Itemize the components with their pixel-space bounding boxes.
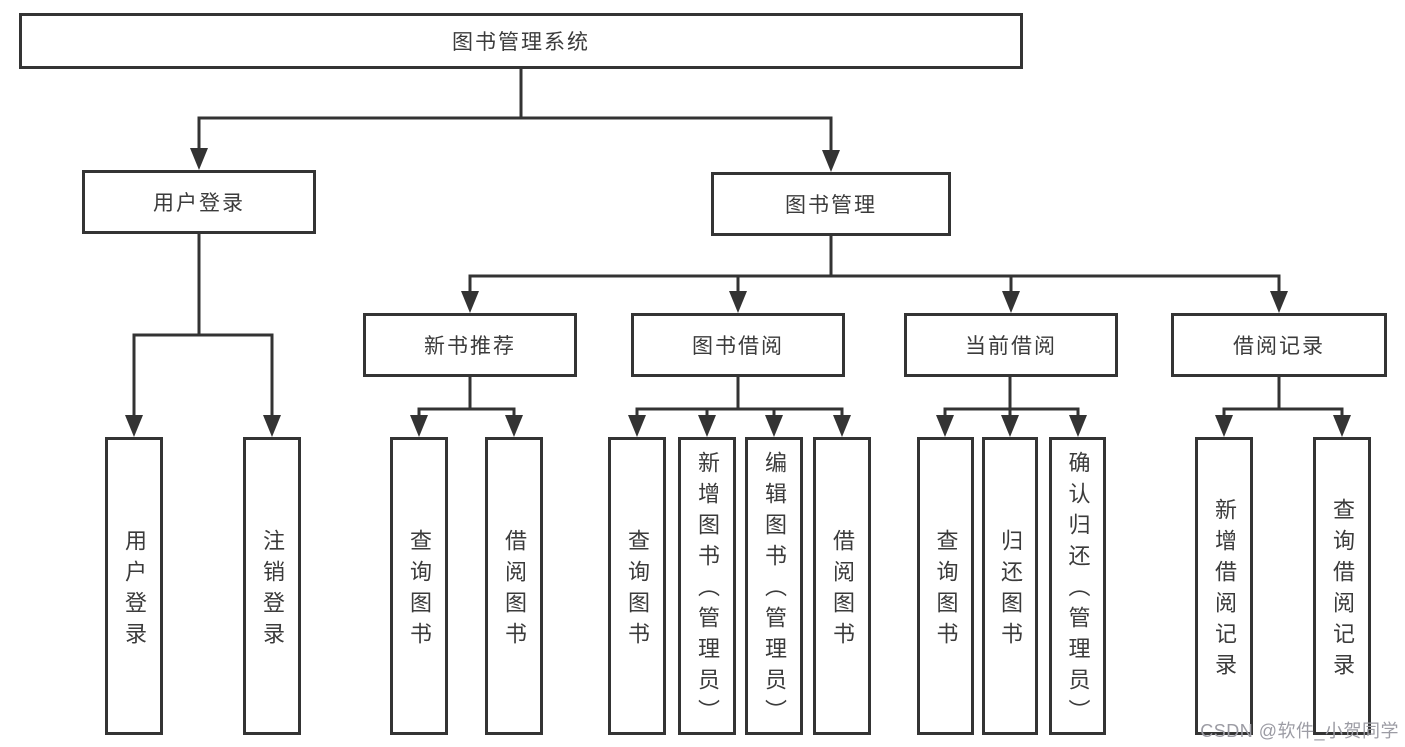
node-book-borrowing-label: 图书借阅: [692, 335, 784, 358]
leaf-add-borrowing-record: 新增借阅记录: [1195, 437, 1253, 735]
watermark: CSDN @软件_小贺同学: [1200, 721, 1399, 741]
leaf-logout-login: 注销登录: [243, 437, 301, 735]
leaf-query-books-recommendation: 查询图书: [390, 437, 448, 735]
leaf-query-books-recommendation-label: 查询图书: [407, 528, 432, 653]
leaf-add-books-admin: 新增图书（管理员）: [678, 437, 736, 735]
node-borrowing-records: 借阅记录: [1171, 313, 1387, 377]
node-new-book-recommendation-label: 新书推荐: [424, 335, 516, 358]
node-book-borrowing: 图书借阅: [631, 313, 845, 377]
leaf-query-books-current: 查询图书: [917, 437, 974, 735]
leaf-query-borrowing-record-label: 查询借阅记录: [1330, 497, 1355, 684]
leaf-user-login: 用户登录: [105, 437, 163, 735]
leaf-query-books-borrowing-label: 查询图书: [625, 528, 650, 653]
node-user-login: 用户登录: [82, 170, 316, 234]
node-new-book-recommendation: 新书推荐: [363, 313, 577, 377]
node-current-borrowing: 当前借阅: [904, 313, 1118, 377]
leaf-confirm-return-admin-label: 确认归还（管理员）: [1065, 451, 1091, 730]
leaf-return-books: 归还图书: [982, 437, 1038, 735]
leaf-borrow-books-recommendation: 借阅图书: [485, 437, 543, 735]
leaf-confirm-return-admin: 确认归还（管理员）: [1049, 437, 1106, 735]
node-library-management-system: 图书管理系统: [19, 13, 1023, 69]
node-book-management-label: 图书管理: [785, 194, 877, 217]
leaf-user-login-label: 用户登录: [122, 528, 147, 653]
leaf-return-books-label: 归还图书: [998, 528, 1023, 653]
leaf-borrow-books-borrowing: 借阅图书: [813, 437, 871, 735]
node-current-borrowing-label: 当前借阅: [965, 335, 1057, 358]
leaf-query-books-borrowing: 查询图书: [608, 437, 666, 735]
leaf-query-books-current-label: 查询图书: [933, 528, 959, 653]
leaf-borrow-books-recommendation-label: 借阅图书: [502, 528, 527, 653]
leaf-add-borrowing-record-label: 新增借阅记录: [1212, 497, 1237, 684]
leaf-logout-login-label: 注销登录: [260, 528, 285, 653]
node-book-management: 图书管理: [711, 172, 951, 236]
leaf-edit-books-admin: 编辑图书（管理员）: [745, 437, 803, 735]
leaf-borrow-books-borrowing-label: 借阅图书: [830, 528, 855, 653]
leaf-edit-books-admin-label: 编辑图书（管理员）: [762, 451, 787, 730]
node-borrowing-records-label: 借阅记录: [1233, 335, 1325, 358]
leaf-add-books-admin-label: 新增图书（管理员）: [695, 451, 720, 730]
node-user-login-label: 用户登录: [153, 192, 245, 215]
node-library-management-system-label: 图书管理系统: [452, 31, 590, 54]
arrowheads: [125, 148, 1351, 437]
leaf-query-borrowing-record: 查询借阅记录: [1313, 437, 1371, 735]
